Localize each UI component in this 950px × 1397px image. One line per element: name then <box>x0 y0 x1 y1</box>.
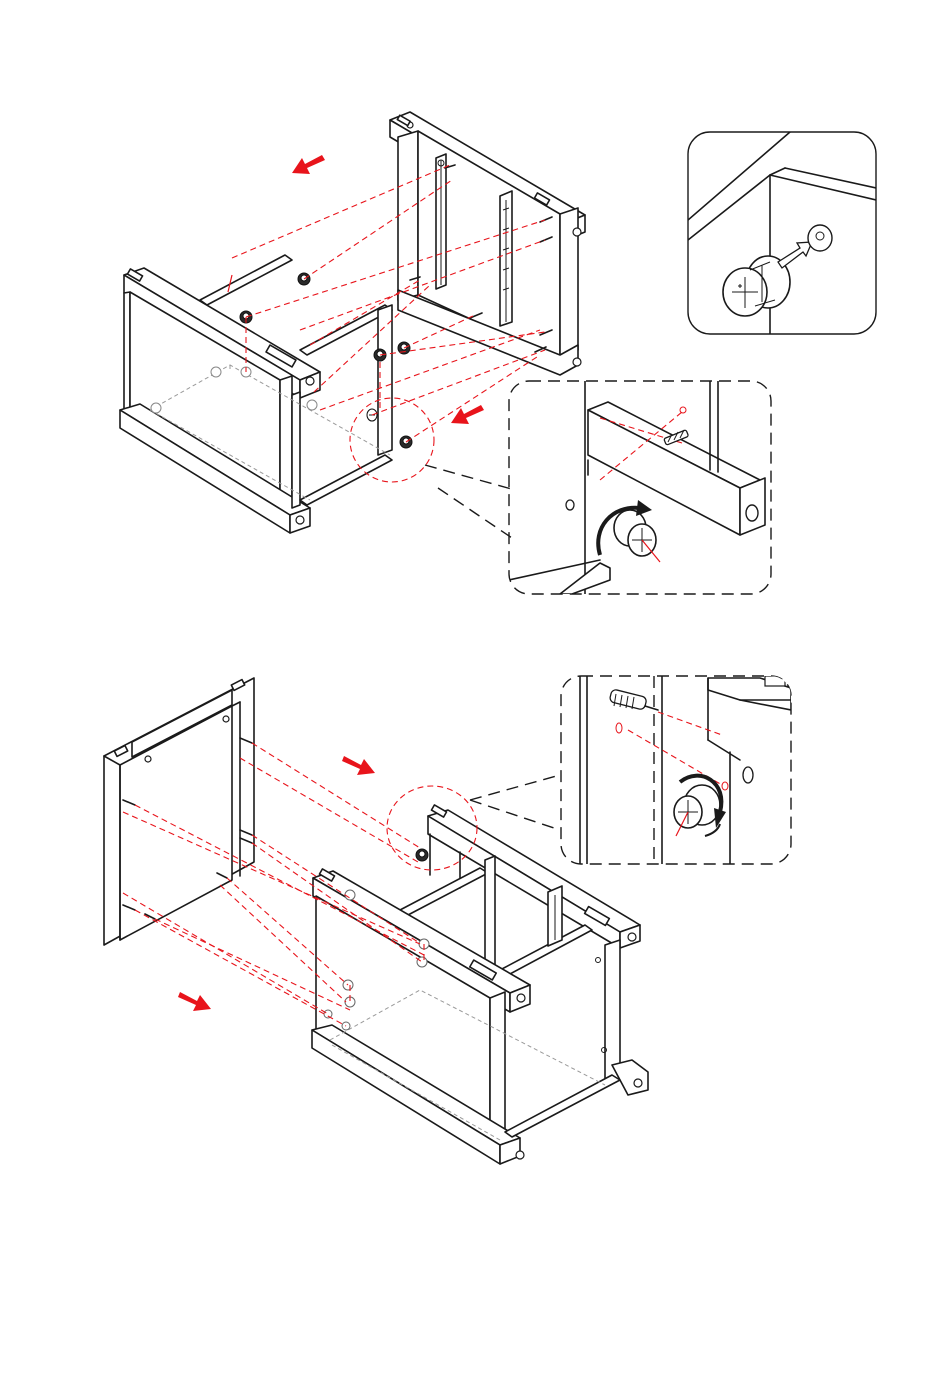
step-b-assembly <box>104 678 648 1164</box>
dowel-icon <box>609 689 728 790</box>
step-a-assembly <box>120 112 585 540</box>
cam-lock-icon <box>324 1010 332 1018</box>
cam-lock-icon <box>307 400 317 410</box>
cam-lock-icon <box>345 890 355 900</box>
push-arrow-icon <box>178 992 211 1011</box>
cam-lock-icon <box>211 367 221 377</box>
push-arrow-icon <box>292 155 325 174</box>
side-panel-left <box>120 255 392 533</box>
cam-lock-tighten-detail <box>509 381 771 594</box>
cabinet-frame <box>312 805 648 1164</box>
side-panel-front <box>104 678 254 945</box>
cam-lock-icon <box>416 849 428 861</box>
cam-lock-icon <box>417 957 427 967</box>
cam-lock-icon <box>614 510 660 562</box>
cam-lock-tighten-detail-b <box>561 676 791 864</box>
drawer-slide-right <box>500 191 512 326</box>
push-arrow-icon <box>342 756 375 775</box>
cam-lock-icon <box>151 403 161 413</box>
push-arrow-icon <box>451 405 484 424</box>
drawer-slide-left <box>436 154 446 289</box>
side-panel-right <box>390 112 585 375</box>
cam-lock-icon <box>674 785 720 836</box>
cam-lock-insert-detail <box>688 132 876 334</box>
